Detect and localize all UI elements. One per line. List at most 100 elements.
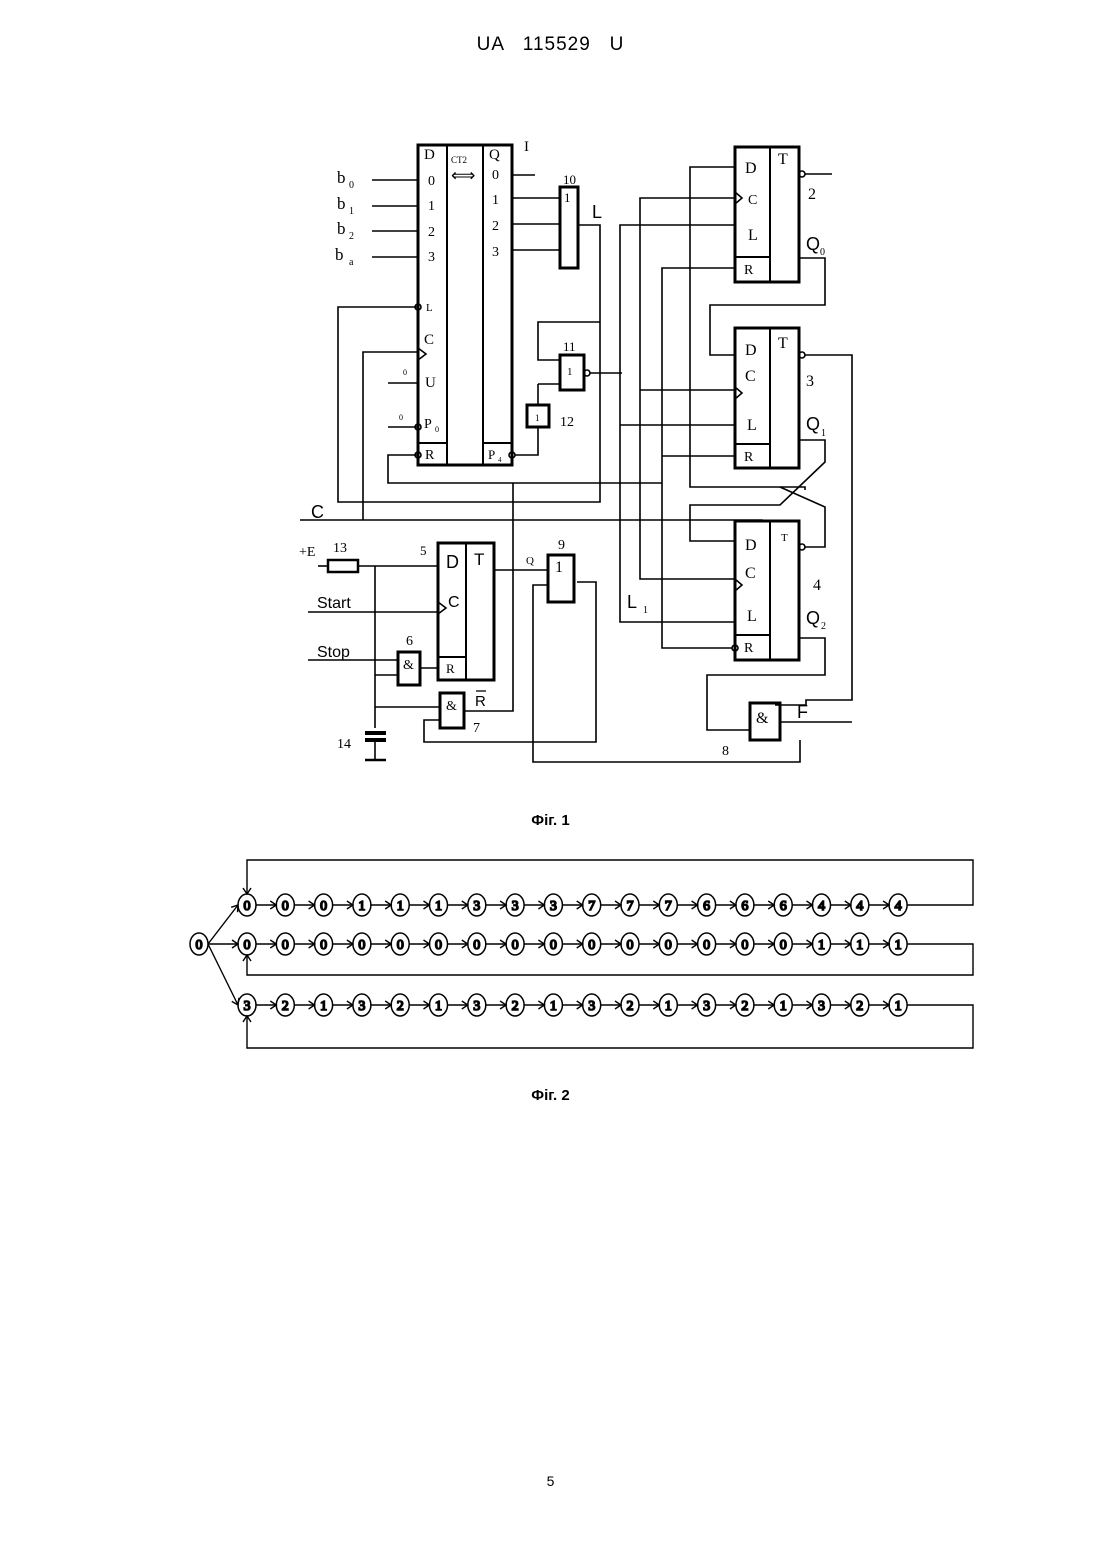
state-value: 0 — [780, 938, 787, 953]
svg-text:1: 1 — [535, 413, 540, 423]
flipflop-3: D C L R T 3 Q 1 — [735, 328, 826, 468]
svg-text:L: L — [747, 608, 757, 625]
svg-text:D: D — [745, 342, 757, 359]
start-label: Start — [317, 595, 351, 612]
svg-text:1: 1 — [555, 559, 563, 576]
gate-10: 1 10 L — [560, 172, 602, 268]
svg-text:a: a — [349, 257, 354, 268]
state-value: 0 — [550, 938, 557, 953]
data-inputs: b 0 b 1 b 2 b a — [335, 168, 418, 268]
svg-text:0: 0 — [403, 368, 407, 377]
svg-text:&: & — [403, 658, 414, 673]
input-b1-label: b — [337, 194, 346, 213]
svg-text:L: L — [748, 227, 758, 244]
state-value: 0 — [665, 938, 672, 953]
svg-text:C: C — [748, 193, 757, 208]
svg-text:C: C — [424, 332, 434, 348]
state-value: 0 — [473, 938, 480, 953]
state-value: 0 — [244, 938, 251, 953]
svg-text:U: U — [425, 375, 436, 391]
svg-text:C: C — [448, 594, 460, 611]
state-value: 3 — [358, 999, 365, 1014]
svg-text:Q: Q — [806, 234, 820, 254]
gate-9: 1 9 — [548, 538, 574, 602]
state-value: 3 — [703, 999, 710, 1014]
state-value: 3 — [244, 999, 251, 1014]
loop-row1 — [247, 860, 973, 905]
svg-text:0: 0 — [399, 413, 403, 422]
svg-text:3: 3 — [806, 373, 814, 390]
svg-text:5: 5 — [420, 543, 427, 558]
gate-11: 1 11 — [560, 339, 590, 390]
state-value: 1 — [895, 938, 902, 953]
svg-text:4: 4 — [813, 577, 821, 594]
svg-text:3: 3 — [492, 245, 499, 260]
state-value: 3 — [473, 899, 480, 914]
state-value: 1 — [320, 999, 327, 1014]
input-b3-label: b — [335, 245, 344, 264]
q-label: Q — [526, 555, 534, 567]
state-value: 6 — [703, 899, 710, 914]
counter-direction-icon: ⟺ — [451, 166, 475, 185]
rbar-label: R — [475, 693, 486, 710]
svg-text:0: 0 — [349, 180, 354, 191]
state-value: 2 — [282, 999, 289, 1014]
state-value: 2 — [856, 999, 863, 1014]
signal-C-label: C — [311, 502, 324, 522]
svg-text:0: 0 — [492, 168, 499, 183]
svg-text:2: 2 — [428, 225, 435, 240]
state-value: 4 — [818, 899, 825, 914]
counter-type: CT2 — [451, 155, 467, 165]
svg-text:6: 6 — [406, 634, 413, 649]
svg-text:R: R — [744, 450, 754, 465]
svg-text:2: 2 — [808, 186, 816, 203]
svg-text:4: 4 — [498, 456, 502, 464]
state-value: 0 — [358, 938, 365, 953]
svg-text:R: R — [446, 661, 455, 676]
svg-text:1: 1 — [567, 366, 573, 378]
svg-text:&: & — [756, 710, 769, 727]
svg-text:2: 2 — [492, 219, 499, 234]
counter-chip: I CT2 ⟺ D 0 1 2 3 L C U P 0 R Q 0 1 2 3 … — [399, 139, 529, 465]
svg-text:0: 0 — [428, 174, 435, 189]
svg-text:Q: Q — [489, 147, 500, 163]
svg-text:1: 1 — [821, 428, 826, 439]
state-value: 1 — [780, 999, 787, 1014]
loop-row3 — [247, 1005, 973, 1048]
state-value: 3 — [588, 999, 595, 1014]
svg-text:Q: Q — [806, 608, 820, 628]
svg-text:L: L — [747, 417, 757, 434]
svg-text:Q: Q — [806, 414, 820, 434]
state-value: 6 — [780, 899, 787, 914]
svg-text:9: 9 — [558, 538, 565, 553]
state-value: 2 — [397, 999, 404, 1014]
resistor-13 — [328, 560, 358, 572]
input-b0-label: b — [337, 168, 346, 187]
state-value: 2 — [512, 999, 519, 1014]
signal-L-label: L — [592, 202, 602, 222]
state-value: 6 — [741, 899, 748, 914]
state-value: 0 — [703, 938, 710, 953]
state-value: 1 — [895, 999, 902, 1014]
state-value: 7 — [588, 899, 595, 914]
svg-text:0: 0 — [435, 425, 439, 434]
signal-L1-label: L — [627, 592, 637, 612]
state-value: 1 — [435, 999, 442, 1014]
state-value: 0 — [627, 938, 634, 953]
svg-text:10: 10 — [563, 172, 576, 187]
svg-text:T: T — [474, 550, 484, 569]
flipflop-4: D C L R T 4 Q 2 — [732, 521, 826, 660]
svg-text:L: L — [426, 302, 433, 314]
state-value: 1 — [665, 999, 672, 1014]
svg-text:T: T — [778, 335, 788, 352]
state-value: 4 — [856, 899, 863, 914]
svg-text:3: 3 — [428, 250, 435, 265]
state-value: 0 — [512, 938, 519, 953]
svg-text:0: 0 — [820, 247, 825, 258]
svg-text:P: P — [488, 447, 495, 462]
svg-text:1: 1 — [428, 199, 435, 214]
state-value: 1 — [435, 899, 442, 914]
signal-F-label: F — [797, 702, 808, 722]
svg-text:C: C — [745, 565, 756, 582]
